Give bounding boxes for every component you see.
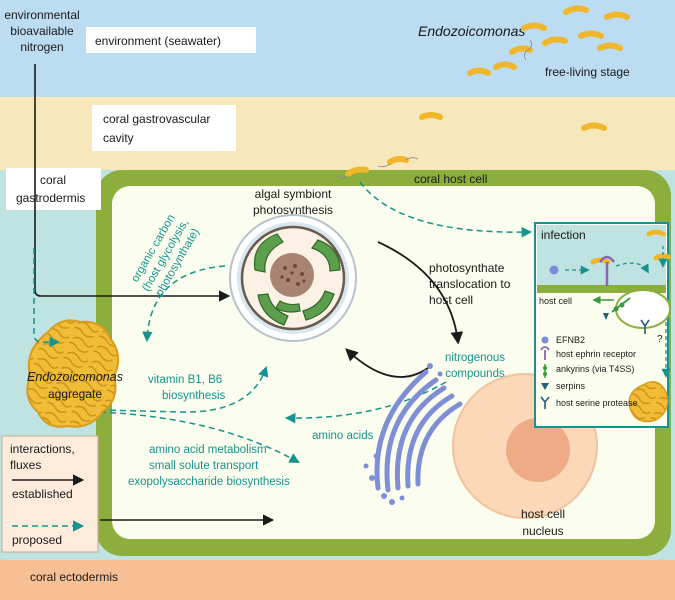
function-solute-transport: small solute transport (149, 460, 259, 472)
endozoicomonas-title: Endozoicomonas (418, 23, 525, 39)
nitrogen-label: environmental bioavailable nitrogen (0, 0, 86, 64)
aggregate-entry-arrow (33, 248, 61, 348)
infection-panel: infection host cell ? EFNB2 host ephrin … (534, 222, 671, 428)
translocation-line1: photosynthate (429, 261, 505, 275)
function-amino-metabolism: amino acid metabolism (149, 444, 267, 456)
infection-aggregate-icon (628, 381, 669, 423)
nitrogen-label-line3: nitrogen (20, 40, 63, 54)
efnb2-ligand-icon (549, 265, 559, 275)
gastrovascular-label-box: coral gastrovascular cavity (92, 105, 236, 151)
gastrovascular-label-line1: coral gastrovascular (103, 112, 210, 126)
legend-title-line2: fluxes (10, 458, 41, 472)
amino-acids-arrow (284, 381, 447, 424)
key-serpins: serpins (556, 381, 586, 391)
flagella (335, 39, 532, 179)
translocation-line3: host cell (429, 293, 473, 307)
key-protease-icon (540, 396, 550, 409)
legend-title-line1: interactions, (10, 442, 75, 456)
free-living-label: free-living stage (545, 65, 630, 79)
key-serpin-icon (541, 383, 549, 390)
infection-uptake-arrow (615, 262, 649, 274)
serine-protease-icon (640, 319, 650, 334)
aggregate-label-line1: Endozoicomonas (27, 370, 123, 384)
nitrogen-label-line1: environmental (4, 8, 79, 22)
nucleus-label-line2: nucleus (522, 524, 563, 538)
ectodermis-zone (0, 560, 675, 600)
vitamin-line1: vitamin B1, B6 (148, 374, 222, 386)
translocation-line2: translocation to (429, 277, 511, 291)
gastrovascular-label-line2: cavity (103, 131, 134, 145)
environment-label-box: environment (seawater) (86, 27, 256, 53)
nitrogen-flux-arrow (34, 64, 231, 302)
key-receptor-icon (540, 346, 550, 360)
infection-route-arrow (359, 181, 533, 238)
ephrin-receptor-icon (598, 255, 616, 286)
vitamin-line2: biosynthesis (162, 390, 226, 402)
symbiont-label-line2: photosynthesis (253, 203, 333, 217)
infection-host-cell-label: host cell (539, 296, 572, 306)
key-efnb2: EFNB2 (556, 335, 585, 345)
golgi-vesicles (363, 363, 443, 505)
key-efnb2-icon (541, 336, 549, 344)
ectodermis-label: coral ectodermis (30, 570, 118, 584)
gastrodermis-label-box: coral gastrodermis (6, 168, 101, 210)
function-exopolysaccharide: exopolysaccharide biosynthesis (128, 476, 290, 488)
vitamin-arrow (99, 366, 269, 413)
key-ankyrins: ankyrins (via T4SS) (556, 364, 634, 374)
infection-key: EFNB2 host ephrin receptor ankyrins (via… (540, 335, 638, 409)
free-living-bacteria (345, 5, 630, 177)
nitrogenous-line2: compounds (445, 368, 505, 380)
infection-title: infection (541, 228, 586, 242)
amino-acids-label: amino acids (312, 430, 374, 442)
translocation-arrow (377, 241, 464, 345)
aggregate-label-line2: aggregate (48, 387, 102, 401)
nucleus-label-line1: host cell (521, 507, 565, 521)
legend-proposed-label: proposed (12, 533, 62, 547)
infection-question-mark: ? (657, 334, 663, 345)
key-ephrin-receptor: host ephrin receptor (556, 349, 636, 359)
gastrodermis-label-line1: coral (40, 173, 66, 187)
algal-symbiont-cell (229, 214, 357, 342)
golgi-apparatus (374, 369, 463, 493)
key-serine-protease: host serine protease (556, 398, 638, 408)
nitrogenous-line1: nitrogenous (445, 352, 505, 364)
environment-label: environment (seawater) (95, 34, 221, 48)
serpin-icon (603, 313, 609, 320)
symbiont-label-line1: algal symbiont (255, 187, 332, 201)
legend: interactions, fluxes established propose… (1, 435, 99, 553)
functions-arrow (99, 411, 300, 464)
legend-established-label: established (12, 487, 73, 501)
host-cell-label: coral host cell (414, 172, 487, 186)
organic-carbon-arrow (142, 265, 226, 343)
gastrodermis-label-line2: gastrodermis (16, 191, 85, 205)
nitrogen-label-line2: bioavailable (10, 24, 74, 38)
